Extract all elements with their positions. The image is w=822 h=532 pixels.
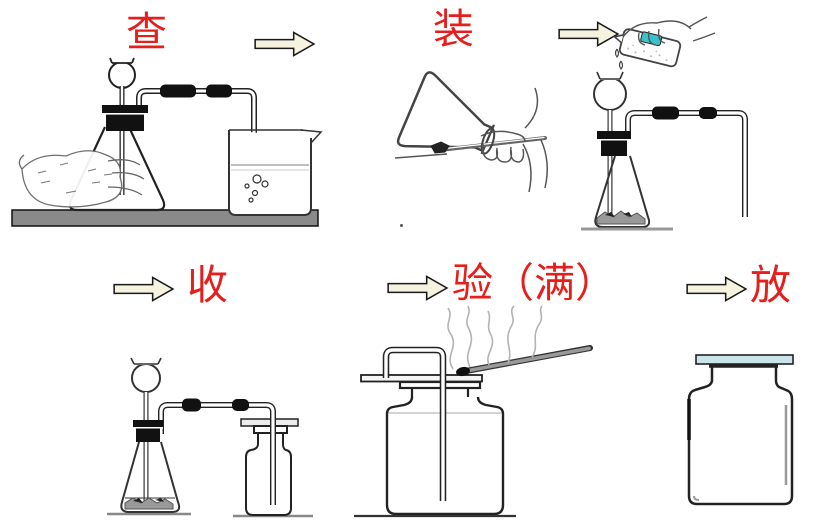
stray-mark: [400, 224, 403, 227]
liquid-drops-icon: [614, 48, 624, 70]
pouring-liquid-into-funnel-icon: [581, 16, 748, 231]
glowing-splint-fullness-test-icon: [354, 305, 593, 518]
covered-gas-jar-icon: [687, 354, 794, 506]
step-label-check: 查: [126, 9, 167, 55]
arrow-right-icon: [254, 31, 316, 57]
arrow-right-icon: [686, 276, 748, 302]
step-label-collect: 收: [187, 262, 228, 308]
arrow-right-icon: [387, 275, 449, 301]
warming-hands-icon: [18, 150, 145, 208]
tilted-flask-loading-solid-icon: [394, 71, 548, 193]
holding-hand-icon: [480, 87, 548, 193]
step-label-place: 放: [750, 262, 791, 308]
arrow-right-icon: [558, 21, 620, 47]
smoke-wisps-icon: [447, 305, 543, 370]
arrow-right-icon: [113, 276, 175, 302]
gas-collection-setup-icon: [107, 355, 313, 518]
step-label-load: 装: [433, 6, 474, 52]
airtightness-check-apparatus-icon: [11, 55, 323, 227]
pouring-hand-icon: [622, 16, 716, 46]
step-label-verify: 验（满）: [452, 260, 616, 306]
